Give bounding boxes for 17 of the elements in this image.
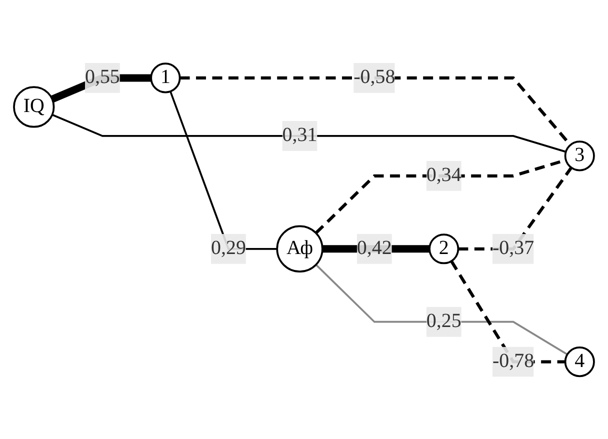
edge-label: -0,37	[492, 237, 534, 258]
edge-label: 0,55	[84, 66, 120, 88]
connector	[52, 113, 566, 152]
edge-label: 0,25	[426, 310, 462, 332]
connector	[315, 264, 568, 355]
node-circle: Аф	[276, 224, 324, 272]
edge-label: 0,42	[356, 237, 392, 258]
edge-label: 0,31	[282, 124, 318, 146]
edge-label: -0,78	[492, 350, 534, 372]
node-circle: 1	[150, 62, 181, 93]
node-circle: 4	[564, 346, 595, 377]
node-circle: IQ	[13, 86, 55, 128]
node-circle: 3	[564, 140, 595, 171]
edge-label: 0,34	[426, 164, 462, 186]
edge-label: -0,58	[354, 66, 396, 88]
node-circle: 2	[428, 233, 460, 264]
edge-label: 0,29	[211, 237, 246, 258]
